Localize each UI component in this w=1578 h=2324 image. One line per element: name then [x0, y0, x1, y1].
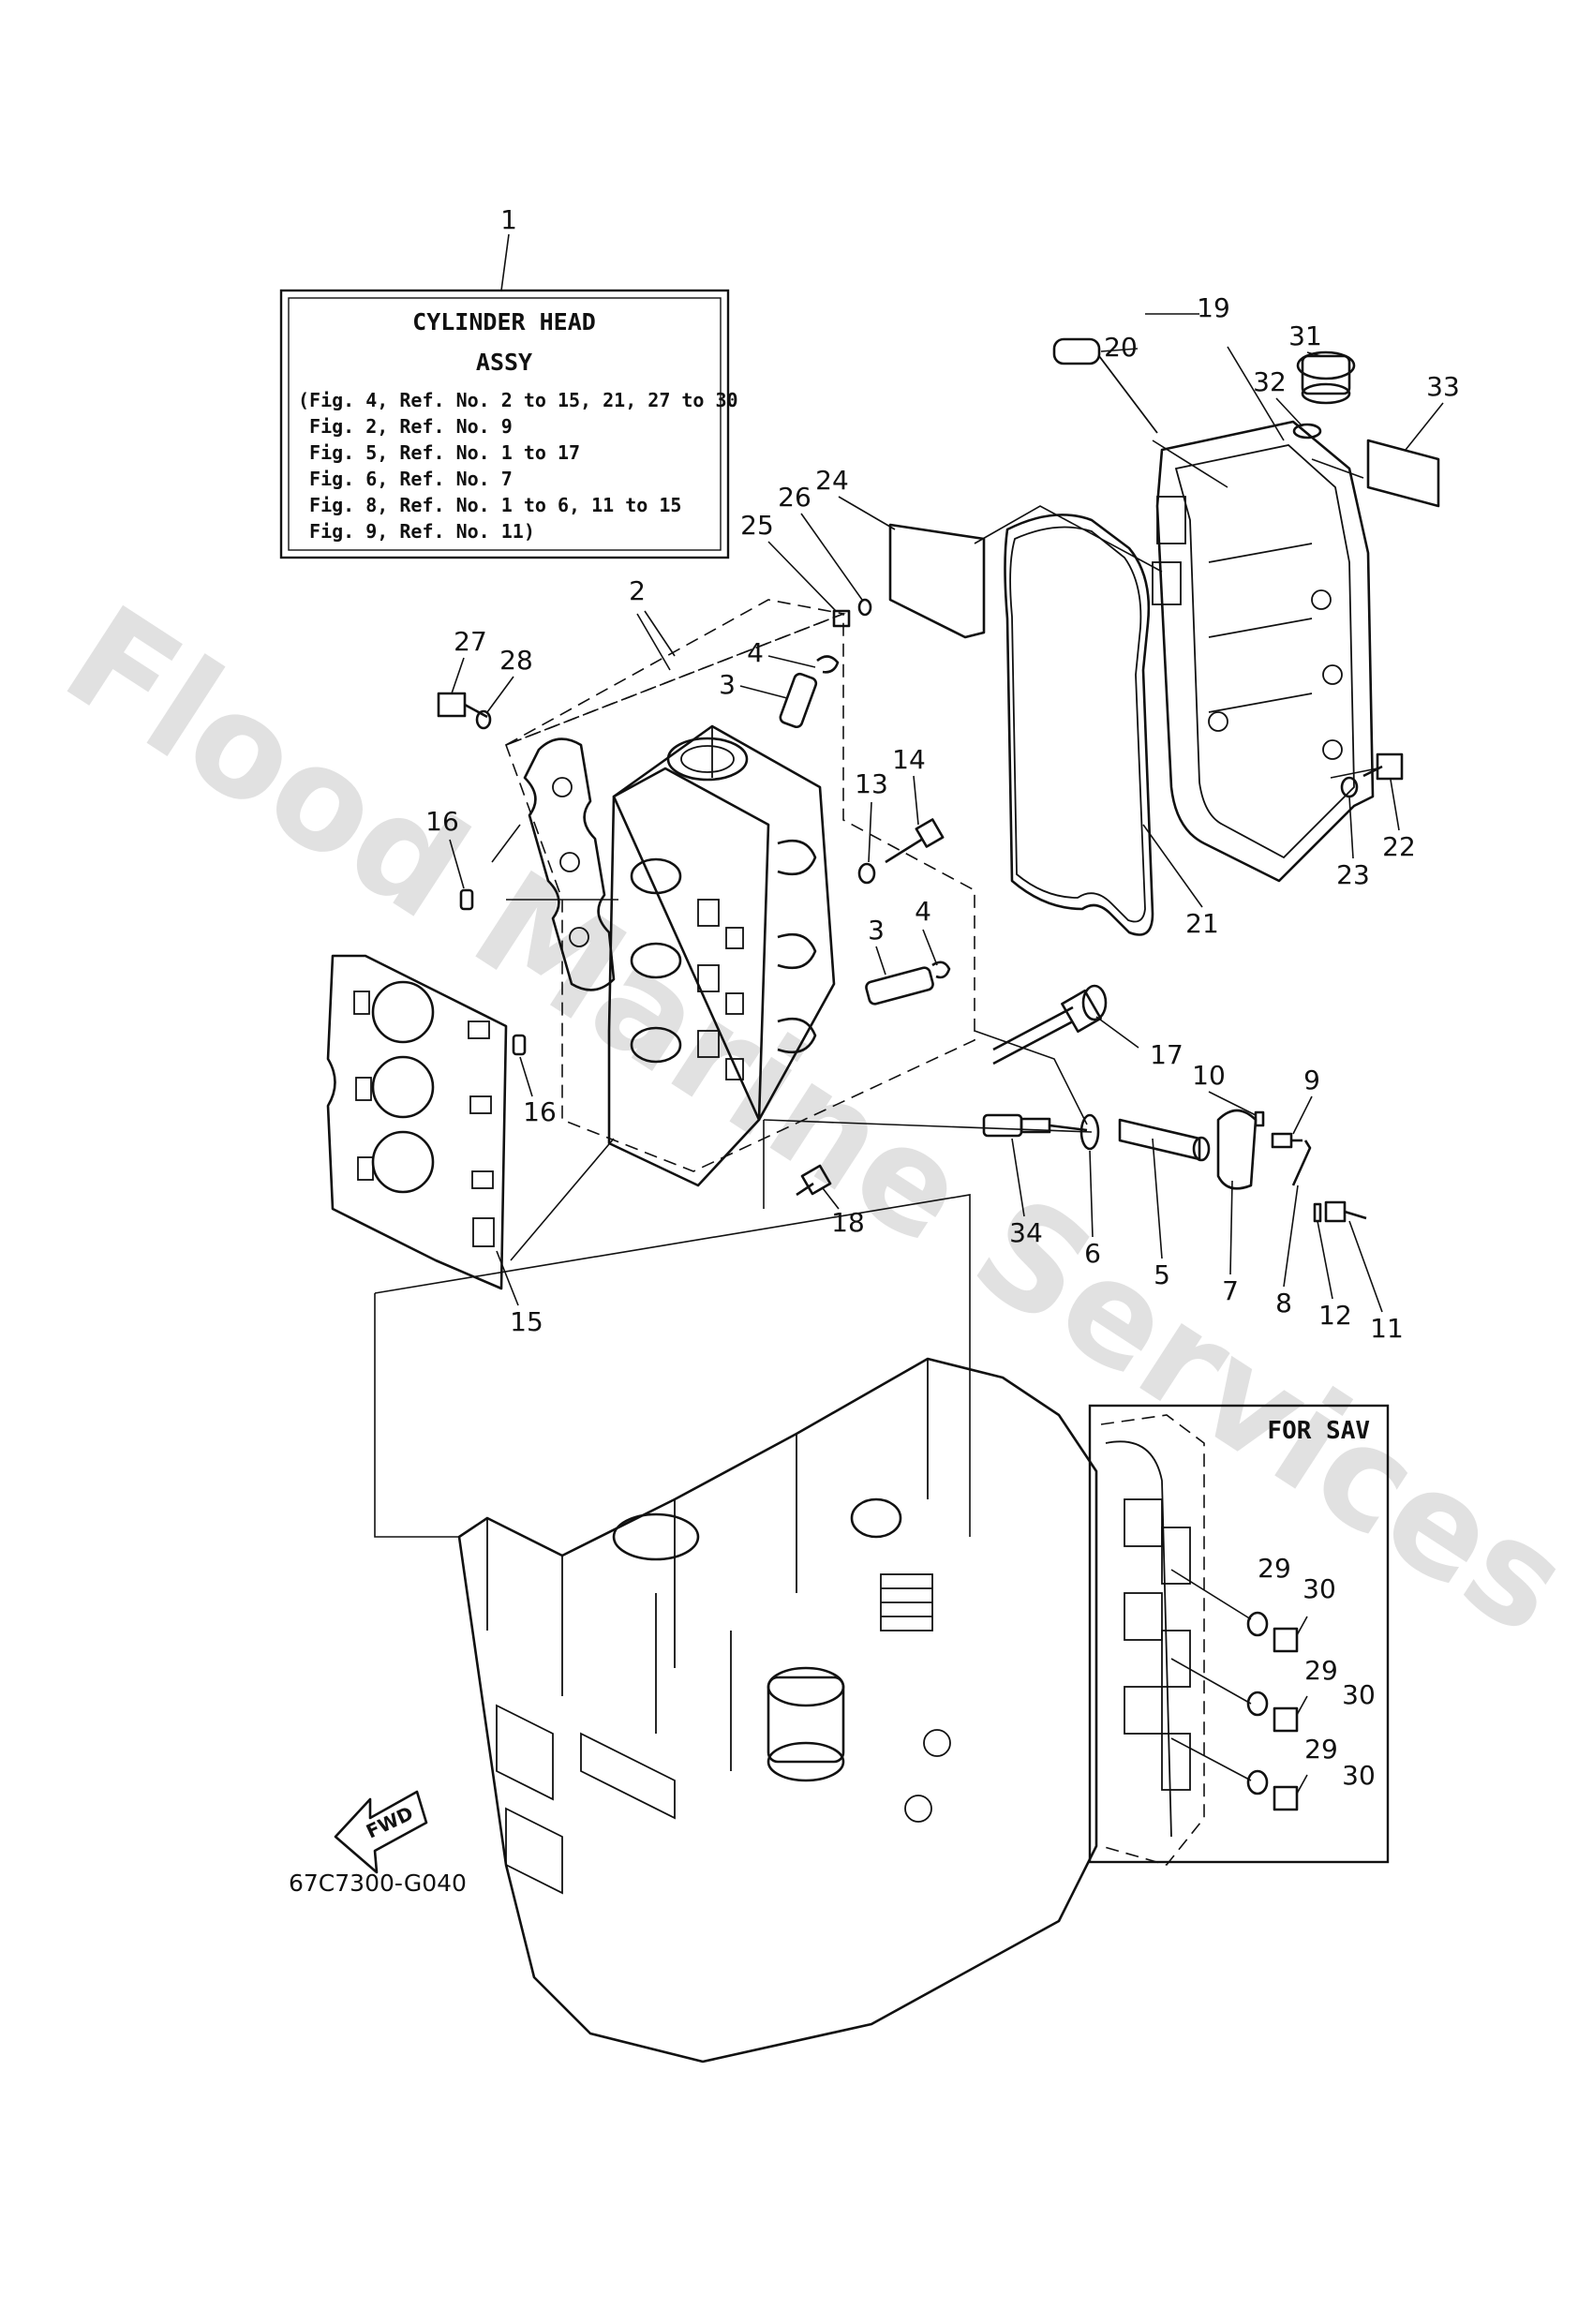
fwd-arrow-icon: FWD	[334, 1790, 428, 1874]
bolt-18	[796, 1164, 832, 1197]
callout: 25	[740, 510, 774, 541]
callout: 3	[868, 915, 885, 946]
callout: 16	[425, 806, 459, 837]
inset-title: FOR SAV	[1267, 1417, 1370, 1445]
callout: 19	[1197, 292, 1230, 323]
callout: 30	[1342, 1760, 1376, 1791]
assy-line: Fig. 2, Ref. No. 9	[298, 415, 513, 438]
callout: 2	[629, 575, 646, 606]
bolt-27	[437, 692, 492, 730]
callout: 31	[1288, 320, 1322, 351]
callout: 14	[892, 744, 926, 775]
assy-note-box: CYLINDER HEAD ASSY (Fig. 4, Ref. No. 2 t…	[279, 289, 738, 559]
callout: 9	[1303, 1065, 1320, 1095]
plate-24	[888, 523, 986, 639]
callout: 3	[719, 669, 736, 700]
cover-7	[1216, 1109, 1258, 1190]
callout: 4	[747, 637, 764, 668]
callout: 5	[1154, 1259, 1170, 1290]
callout: 30	[1303, 1573, 1336, 1604]
bolt-14	[857, 818, 945, 885]
callout: 30	[1342, 1679, 1376, 1710]
callout: 24	[815, 465, 849, 496]
assy-title: CYLINDER HEAD	[412, 308, 596, 335]
head-cover-gasket	[1004, 514, 1154, 936]
callout: 1	[500, 204, 517, 235]
callout: 6	[1084, 1238, 1101, 1269]
callout: 23	[1336, 859, 1370, 890]
screw-9	[1271, 1132, 1303, 1149]
assy-subtitle: ASSY	[476, 349, 532, 376]
pin-3-upper	[779, 655, 840, 729]
callout: 29	[1304, 1734, 1338, 1765]
callout: 27	[454, 626, 487, 657]
callout: 17	[1150, 1039, 1184, 1070]
o-ring-32	[1292, 423, 1322, 439]
callout: 20	[1104, 332, 1138, 363]
callout: 28	[499, 645, 533, 676]
leader-lines	[449, 313, 1444, 1313]
callout: 22	[1382, 831, 1416, 862]
assy-line: Fig. 5, Ref. No. 1 to 17	[298, 441, 580, 464]
callout: 8	[1275, 1288, 1292, 1318]
dowel-pin	[459, 888, 474, 911]
for-sav-inset: FOR SAV	[1088, 1404, 1390, 1866]
assy-line: Fig. 8, Ref. No. 1 to 6, 11 to 15	[298, 494, 681, 516]
callout: 7	[1222, 1275, 1239, 1306]
callout: 21	[1185, 908, 1219, 939]
label-33	[1366, 439, 1440, 508]
head-cover	[1152, 420, 1375, 883]
shaft-5	[1118, 1118, 1211, 1162]
callout: 29	[1258, 1553, 1291, 1584]
callouts: 1 2 3 4 3 4 13 14 16 16 15 17 18 34 6 5 …	[425, 204, 1460, 1791]
callout: 10	[1192, 1060, 1226, 1091]
cylinder-head-assy-outline	[504, 612, 975, 1172]
callout: 26	[778, 482, 811, 513]
callout: 18	[831, 1207, 865, 1238]
pin-10	[1254, 1110, 1265, 1127]
callout: 11	[1370, 1313, 1404, 1344]
spark-plug	[982, 1113, 1088, 1138]
bolt-11	[1324, 1200, 1367, 1223]
bolt-25	[832, 598, 872, 628]
washer-12	[1313, 1202, 1322, 1223]
dowel-pin	[512, 1034, 527, 1056]
callout: 4	[915, 896, 931, 927]
head-side-gasket	[523, 737, 616, 991]
bolt-17	[992, 984, 1108, 1065]
assy-line: Fig. 9, Ref. No. 11)	[298, 520, 535, 543]
callout: 33	[1426, 371, 1460, 402]
callout: 16	[523, 1096, 557, 1127]
pin-3-lower	[865, 961, 951, 1006]
cylinder-block	[457, 1357, 1098, 2063]
assy-line: Fig. 6, Ref. No. 7	[298, 468, 513, 490]
callout: 12	[1318, 1300, 1352, 1331]
assy-line: (Fig. 4, Ref. No. 2 to 15, 21, 27 to 30	[298, 389, 738, 411]
bolt-20	[1052, 337, 1158, 434]
callout: 32	[1253, 366, 1287, 397]
clip-8	[1291, 1140, 1312, 1186]
callout: 34	[1009, 1217, 1043, 1248]
cylinder-head	[607, 724, 836, 1187]
callout: 15	[510, 1306, 543, 1337]
diagram-code: 67C7300-G040	[289, 1870, 467, 1897]
oil-filler-cap	[1296, 350, 1356, 405]
head-gasket	[326, 954, 508, 1290]
assembly-line	[374, 1293, 459, 1538]
callout: 29	[1304, 1655, 1338, 1686]
callout: 13	[855, 768, 888, 799]
